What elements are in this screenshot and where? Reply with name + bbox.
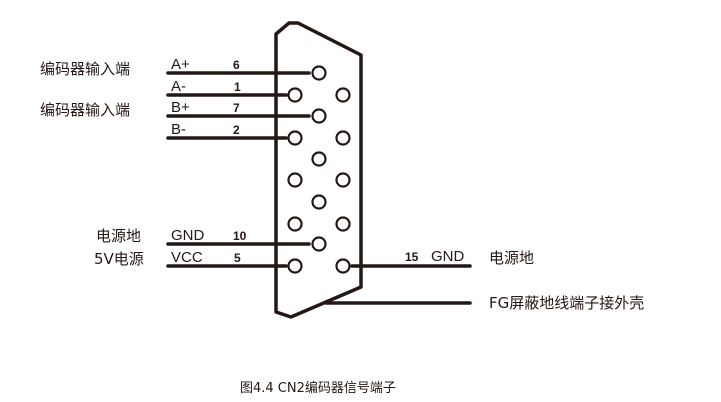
left-wire-a-plus: A+ 6 xyxy=(166,56,311,75)
connector-pin xyxy=(335,172,351,188)
pin-number: 1 xyxy=(234,80,241,94)
connector-pin xyxy=(287,172,303,188)
connector-pin xyxy=(311,108,327,124)
signal-label: GND xyxy=(171,227,205,244)
connector-pin xyxy=(287,258,303,274)
pin-number: 7 xyxy=(233,101,240,115)
connector-pin xyxy=(287,87,303,103)
label-5v-power: 5V电源 xyxy=(94,250,144,268)
signal-label: B- xyxy=(171,121,186,138)
pin-number: 6 xyxy=(233,58,240,72)
left-wire-b-minus: B- 2 xyxy=(166,121,288,140)
right-wire-gnd: 15 GND 电源地 xyxy=(350,248,534,268)
connector-pin xyxy=(335,87,351,103)
signal-label: GND xyxy=(431,248,465,265)
signal-label: B+ xyxy=(171,99,190,116)
left-wire-b-plus: B+ 7 xyxy=(166,99,311,118)
left-wire-gnd: GND 10 xyxy=(166,227,311,246)
pin-number: 5 xyxy=(234,251,241,265)
connector-pin xyxy=(287,130,303,146)
connector-pin xyxy=(311,151,327,167)
connector-shell xyxy=(274,21,363,319)
connector-pins xyxy=(287,65,351,274)
connector-pin xyxy=(287,216,303,232)
pin-number: 10 xyxy=(233,229,247,243)
figure-caption: 图4.4 CN2编码器信号端子 xyxy=(240,381,396,396)
signal-label: A+ xyxy=(171,56,190,73)
connector-pin xyxy=(311,194,327,210)
connector-pin xyxy=(311,236,327,252)
label-power-ground-right: 电源地 xyxy=(489,249,534,267)
signal-label: A- xyxy=(171,78,186,95)
label-power-ground: 电源地 xyxy=(96,227,141,245)
pin-number: 2 xyxy=(233,123,240,137)
right-wire-fg: FG屏蔽地线端子接外壳 xyxy=(324,294,644,312)
group-label-encoder-a: 编码器输入端 xyxy=(40,60,130,78)
pin-number: 15 xyxy=(405,250,419,264)
connector-pin xyxy=(311,65,327,81)
signal-label: VCC xyxy=(171,249,203,266)
left-wire-vcc: VCC 5 xyxy=(166,249,288,268)
label-fg-shield: FG屏蔽地线端子接外壳 xyxy=(489,294,644,312)
connector-pin xyxy=(335,258,351,274)
group-label-encoder-b: 编码器输入端 xyxy=(40,101,130,119)
left-wire-a-minus: A- 1 xyxy=(166,78,288,97)
connector-pin xyxy=(335,216,351,232)
connector-pin xyxy=(335,130,351,146)
